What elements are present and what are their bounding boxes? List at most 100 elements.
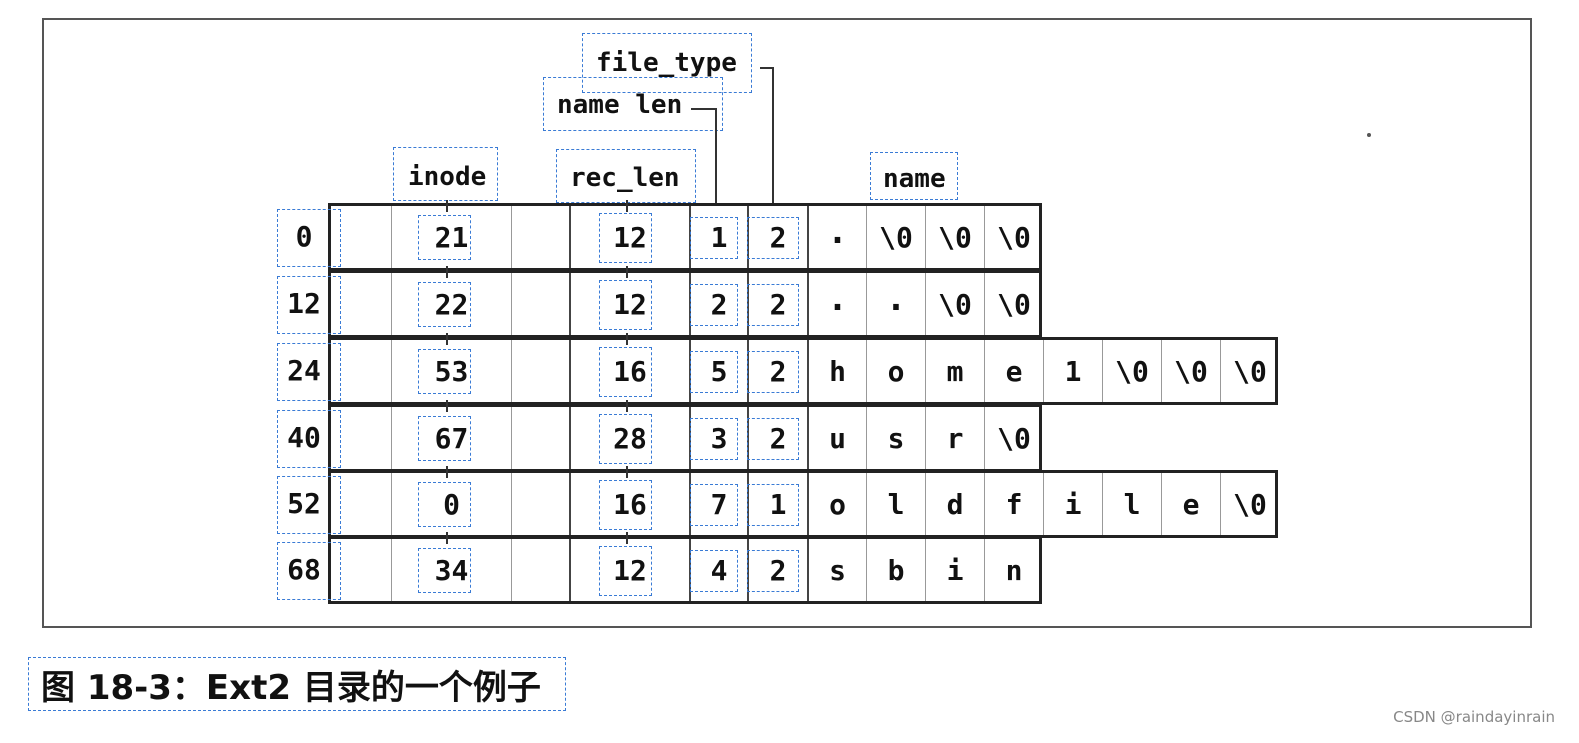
entry-offset-label: 52 [287,487,321,520]
inode-annotation-box [418,548,471,593]
name-char-cell: \0 [866,206,925,268]
rec-len-annotation-box [599,213,652,263]
name-char-cell: . [807,273,866,335]
offset-annotation-box [277,410,341,468]
pad-cell [511,407,569,469]
offset-annotation-box [277,276,341,334]
file-type-annotation-box [747,550,799,592]
inode-header: inode [408,162,487,192]
name-char-cell: \0 [925,273,984,335]
file-type-annotation-box [747,484,799,526]
name-len-leader-h [691,108,716,110]
inode-annotation-box [418,482,471,527]
name-char-cell: \0 [1220,340,1279,402]
offset-annotation-box [277,209,341,267]
rec-len-leader-line [626,532,628,544]
name-len-annotation-box [690,550,738,592]
inode-cell: 22 [391,273,511,335]
file-type-leader-h [760,67,773,69]
rec-len-leader-line [626,400,628,412]
pad-cell [511,206,569,268]
rec-len-annotation-box [599,480,652,530]
inode-header-box [393,147,498,201]
file-type-leader-v [772,67,774,207]
name-char-cell: o [866,340,925,402]
name-char-cell: r [925,407,984,469]
rec-len-leader-line [626,200,628,212]
name-char-cell: \0 [925,206,984,268]
entry-offset-label: 40 [287,421,321,454]
file-type-cell: 2 [747,340,807,402]
file-type-annotation-box [747,418,799,460]
inode-cell: 21 [391,206,511,268]
rec-len-cell: 16 [569,473,689,535]
inode-cell: 34 [391,539,511,601]
name-char-cell: \0 [1161,340,1220,402]
name-char-cell: \0 [984,206,1043,268]
entry-offset-label: 24 [287,354,321,387]
file-type-annotation-box [747,217,799,259]
inode-leader-line [446,400,448,412]
rec-len-header: rec_len [570,163,680,193]
inode-leader-line [446,266,448,278]
name-char-cell: h [807,340,866,402]
inode-annotation-box [418,282,471,327]
name-header: name [883,164,946,194]
name-len-leader-v [715,108,717,207]
inode-annotation-box [418,215,471,260]
pad-cell [511,273,569,335]
inode-leader-line [446,333,448,345]
name-char-cell: . [866,273,925,335]
inode-annotation-box [418,416,471,461]
rec-len-annotation-box [599,546,652,596]
name-char-cell: b [866,539,925,601]
rec-len-cell: 28 [569,407,689,469]
name-char-cell: e [1161,473,1220,535]
inode-cell: 53 [391,340,511,402]
offset-annotation-box [277,542,341,600]
inode-annotation-box [418,349,471,394]
rec-len-annotation-box [599,414,652,464]
name-char-cell: o [807,473,866,535]
name-char-cell: m [925,340,984,402]
name-char-cell: \0 [984,407,1043,469]
rec-len-cell: 12 [569,206,689,268]
file-type-header-box [582,33,752,93]
inode-leader-line [446,466,448,478]
file-type-cell: 2 [747,273,807,335]
name-len-annotation-box [690,484,738,526]
offset-annotation-box [277,476,341,534]
name-char-cell: n [984,539,1043,601]
rec-len-leader-line [626,333,628,345]
pad-cell [511,473,569,535]
rec-len-annotation-box [599,347,652,397]
name-char-cell: 1 [1043,340,1102,402]
watermark: CSDN @raindayinrain [1393,708,1555,726]
rec-len-leader-line [626,466,628,478]
rec-len-cell: 12 [569,539,689,601]
rec-len-cell: 16 [569,340,689,402]
file-type-annotation-box [747,284,799,326]
rec-len-annotation-box [599,280,652,330]
name-char-cell: u [807,407,866,469]
offset-annotation-box [277,343,341,401]
name-char-cell: \0 [1220,473,1279,535]
inode-leader-line [446,532,448,544]
name-len-annotation-box [690,418,738,460]
name-len-header: name len [557,90,683,120]
name-char-cell: l [866,473,925,535]
entry-offset-label: 0 [295,220,313,253]
file-type-annotation-box [747,351,799,393]
entry-offset-label: 68 [287,553,321,586]
inode-cell: 67 [391,407,511,469]
name-char-cell: s [866,407,925,469]
rec-len-cell: 12 [569,273,689,335]
name-len-header-box [543,77,723,131]
file-type-cell: 2 [747,407,807,469]
figure-caption: 图 18-3：Ext2 目录的一个例子 [28,657,566,711]
name-char-cell: \0 [984,273,1043,335]
name-char-cell: i [1043,473,1102,535]
